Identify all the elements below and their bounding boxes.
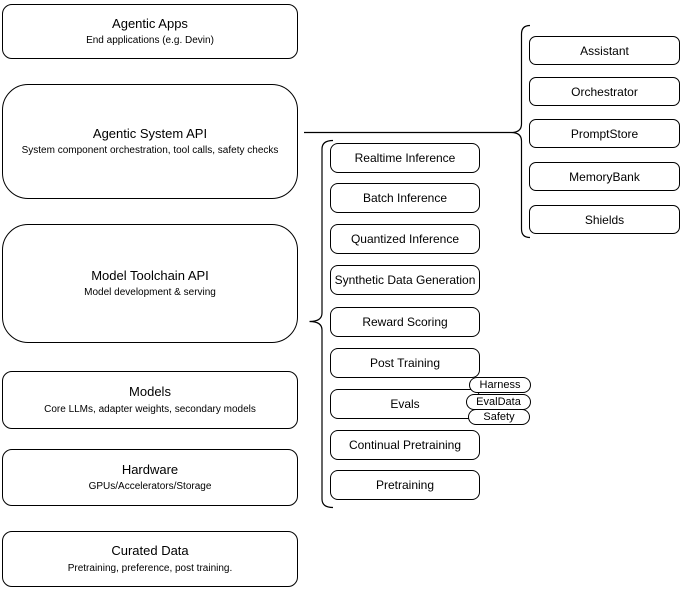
box-title: Hardware	[121, 461, 179, 477]
box-evals: Evals	[330, 389, 480, 419]
box-title: Curated Data	[111, 543, 189, 559]
box-continual-pretraining: Continual Pretraining	[330, 430, 480, 460]
box-reward-scoring: Reward Scoring	[330, 307, 480, 337]
box-hardware: Hardware GPUs/Accelerators/Storage	[2, 449, 298, 506]
tag-safety: Safety	[468, 409, 530, 425]
box-agentic-apps: Agentic Apps End applications (e.g. Devi…	[2, 4, 298, 59]
bracket-components-group	[510, 24, 531, 239]
box-realtime-inference: Realtime Inference	[330, 143, 480, 173]
box-post-training: Post Training	[330, 348, 480, 378]
box-quantized-inference: Quantized Inference	[330, 224, 480, 254]
box-memorybank: MemoryBank	[529, 162, 680, 191]
box-title: Models	[129, 384, 171, 400]
box-pretraining: Pretraining	[330, 470, 480, 500]
box-subtitle: Pretraining, preference, post training.	[67, 562, 233, 574]
box-agentic-system-api: Agentic System API System component orch…	[2, 84, 298, 199]
box-promptstore: PromptStore	[529, 119, 680, 148]
box-batch-inference: Batch Inference	[330, 183, 480, 213]
box-curated-data: Curated Data Pretraining, preference, po…	[2, 531, 298, 587]
box-subtitle: Core LLMs, adapter weights, secondary mo…	[44, 403, 256, 415]
box-shields: Shields	[529, 205, 680, 234]
box-assistant: Assistant	[529, 36, 680, 65]
box-model-toolchain-api: Model Toolchain API Model development & …	[2, 224, 298, 343]
box-title: Model Toolchain API	[91, 267, 209, 283]
box-synthetic-data-generation: Synthetic Data Generation	[330, 265, 480, 295]
box-title: Agentic Apps	[112, 15, 188, 31]
box-orchestrator: Orchestrator	[529, 77, 680, 106]
box-models: Models Core LLMs, adapter weights, secon…	[2, 371, 298, 429]
box-subtitle: System component orchestration, tool cal…	[21, 145, 279, 157]
tag-evaldata: EvalData	[466, 394, 531, 410]
box-subtitle: Model development & serving	[84, 287, 216, 299]
box-subtitle: End applications (e.g. Devin)	[86, 35, 214, 47]
box-subtitle: GPUs/Accelerators/Storage	[88, 481, 212, 493]
box-title: Agentic System API	[92, 125, 208, 141]
tag-harness: Harness	[469, 377, 531, 393]
